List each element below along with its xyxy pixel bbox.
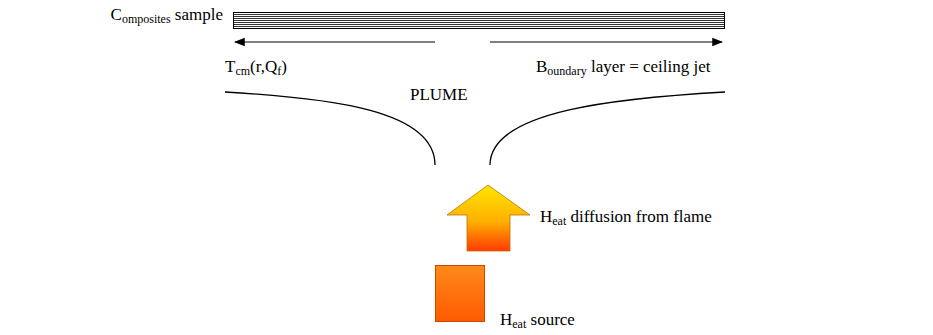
ceiling-jet-label: Boundary layer = ceiling jet bbox=[536, 57, 711, 77]
heat-source-shape bbox=[435, 265, 485, 322]
composite-sample: Composites sample bbox=[233, 12, 725, 29]
plume-label: PLUME bbox=[410, 85, 468, 105]
laminate-shape bbox=[233, 12, 725, 29]
temperature-label: Tcm(r,Qf) bbox=[225, 57, 287, 77]
plume-curve-right bbox=[490, 92, 725, 165]
plume-curve-left bbox=[225, 92, 435, 165]
heat-source-box: Heat source bbox=[435, 265, 485, 322]
source-label: Heat source bbox=[500, 310, 575, 330]
sample-label: Composites sample bbox=[111, 5, 223, 25]
jet-arrow-left bbox=[235, 41, 435, 42]
jet-arrow-right bbox=[490, 41, 722, 42]
heat-arrow bbox=[447, 185, 530, 251]
diffusion-label: Heat diffusion from flame bbox=[540, 207, 712, 227]
